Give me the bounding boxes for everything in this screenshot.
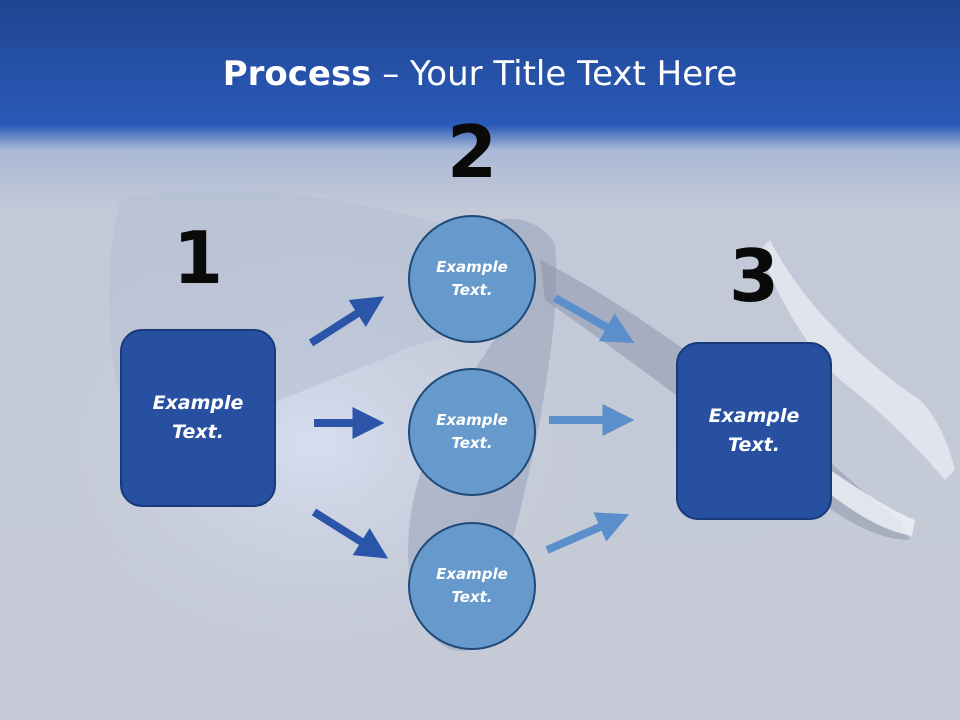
arrow-down-dark bbox=[311, 508, 389, 559]
circle-bottom-label: Example Text. bbox=[436, 565, 508, 606]
arrow-up-dark bbox=[308, 296, 385, 347]
title-rest: – Your Title Text Here bbox=[371, 54, 738, 94]
right-process-box[interactable]: Example Text. bbox=[676, 342, 832, 520]
circle-top[interactable]: Example Text. bbox=[408, 215, 536, 343]
arrow-up-light bbox=[545, 512, 630, 554]
step-number-2: 2 bbox=[446, 110, 498, 194]
circle-middle-label: Example Text. bbox=[436, 411, 508, 452]
circle-bottom[interactable]: Example Text. bbox=[408, 522, 536, 650]
circle-middle[interactable]: Example Text. bbox=[408, 368, 536, 496]
arrow-down-light bbox=[553, 294, 635, 344]
left-box-label: Example Text. bbox=[152, 392, 244, 443]
step-number-3: 3 bbox=[728, 234, 780, 318]
circle-top-label: Example Text. bbox=[436, 258, 508, 299]
left-process-box[interactable]: Example Text. bbox=[120, 329, 276, 507]
right-box-label: Example Text. bbox=[708, 405, 800, 456]
step-number-1: 1 bbox=[172, 216, 224, 300]
slide-title: Process – Your Title Text Here bbox=[0, 52, 960, 96]
title-bold: Process bbox=[222, 54, 372, 94]
